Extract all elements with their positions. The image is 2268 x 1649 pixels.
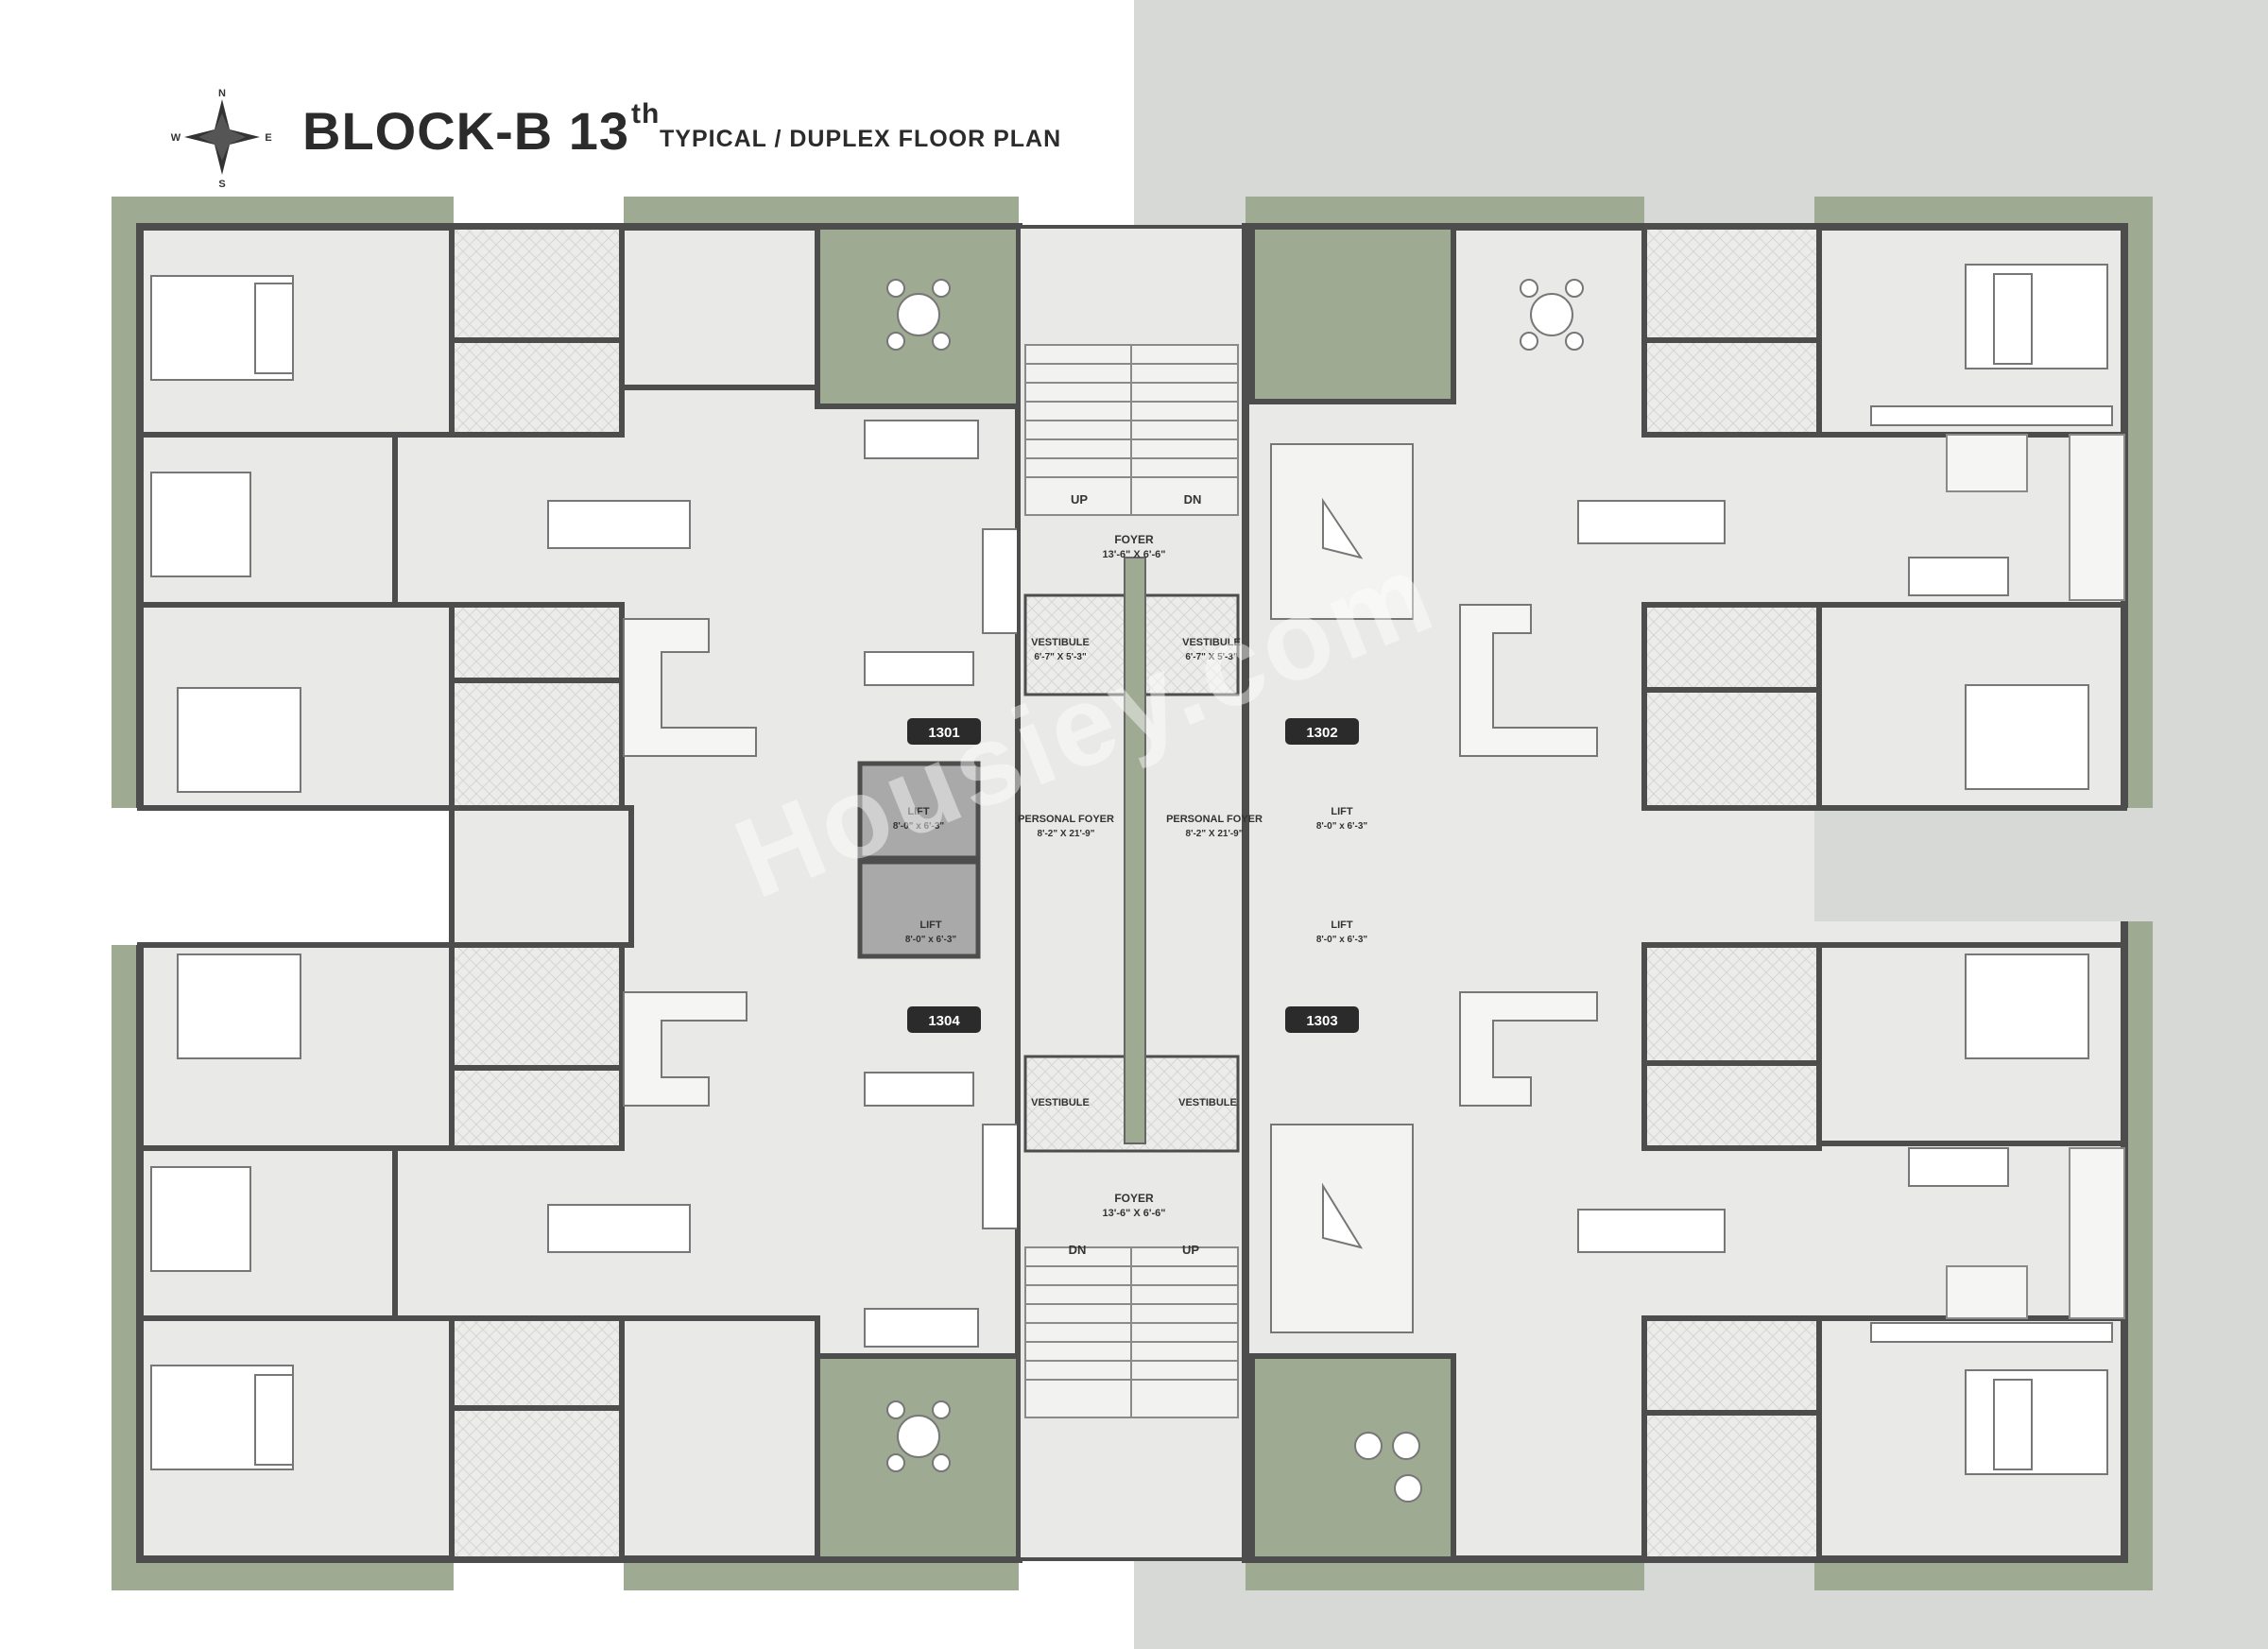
bath-8	[449, 1405, 625, 1562]
tag-1301-bg	[907, 718, 981, 745]
bath-6	[449, 1065, 625, 1151]
foyer-top-label: FOYER	[1114, 533, 1154, 546]
right-wing	[1242, 197, 2153, 1590]
personal-foyer-left-label: PERSONAL FOYER	[1018, 814, 1114, 825]
tag-1301: 1301	[928, 725, 959, 741]
staircase-top	[1024, 344, 1239, 516]
bath-13	[1641, 942, 1822, 1066]
bath-3	[449, 602, 625, 683]
bath-2	[449, 337, 625, 438]
tag-1303-bg	[1285, 1006, 1359, 1033]
compass-n: N	[218, 88, 226, 99]
dn-label-top: DN	[1184, 492, 1202, 507]
balcony-top-right	[1249, 224, 1456, 404]
lift-tl-dim: 8'-0" x 6'-3"	[893, 821, 945, 832]
tag-1302-bg	[1285, 718, 1359, 745]
personal-foyer-right-dim: 8'-2" X 21'-9"	[1186, 829, 1244, 839]
lift-bl-dim: 8'-0" x 6'-3"	[905, 935, 957, 945]
lift-bl-label: LIFT	[919, 919, 941, 931]
lift-1304	[857, 859, 981, 959]
tag-1303: 1303	[1306, 1013, 1337, 1029]
lift-tl-label: LIFT	[907, 806, 929, 817]
bath-11	[1641, 602, 1822, 693]
bath-12	[1641, 687, 1822, 811]
duplex-stairs	[1946, 434, 2125, 1319]
unit-tags: 1301 1302 1303 1304	[907, 718, 1359, 1033]
bath-1	[449, 224, 625, 343]
vestibule-bl-label: VESTIBULE	[1031, 1097, 1090, 1108]
title-superscript: th	[631, 98, 661, 129]
staircase-bottom	[1024, 1246, 1239, 1418]
compass-s: S	[218, 179, 225, 189]
lift-tr-dim: 8'-0" x 6'-3"	[1316, 821, 1368, 832]
dn-label-bottom: DN	[1069, 1243, 1087, 1257]
compass-w: W	[171, 132, 181, 144]
planter-strip	[1124, 557, 1146, 1144]
personal-foyer-left-dim: 8'-2" X 21'-9"	[1038, 829, 1095, 839]
personal-foyer-right-label: PERSONAL FOYER	[1166, 814, 1263, 825]
lift-1301	[857, 761, 981, 861]
bath-4	[449, 678, 625, 811]
bath-5	[449, 942, 625, 1071]
foyer-bottom-label: FOYER	[1114, 1192, 1154, 1205]
bath-10	[1641, 337, 1822, 438]
vestibule-tl-dim: 6'-7" X 5'-3"	[1034, 652, 1087, 662]
kitchen-top	[619, 224, 820, 390]
vestibule-br-label: VESTIBULE	[1178, 1097, 1237, 1108]
foyer-bottom-dim: 13'-6" X 6'-6"	[1102, 1208, 1165, 1219]
central-core	[1017, 225, 1247, 1561]
vestibule-tl-label: VESTIBULE	[1031, 637, 1090, 648]
lift-tr-label: LIFT	[1331, 806, 1352, 817]
tag-1304-bg	[907, 1006, 981, 1033]
bath-14	[1641, 1060, 1822, 1151]
kitchen-bottom	[619, 1315, 820, 1562]
bath-7	[449, 1315, 625, 1411]
plan-labels: UP DN FOYER 13'-6" X 6'-6" VESTIBULE 6'-…	[893, 492, 1368, 1257]
lift-br-label: LIFT	[1331, 919, 1352, 931]
lift-br-dim: 8'-0" x 6'-3"	[1316, 935, 1368, 945]
compass-e: E	[265, 132, 271, 144]
balcony-bottom-right	[1249, 1353, 1456, 1562]
bath-9	[1641, 224, 1822, 343]
tag-1302: 1302	[1306, 725, 1337, 741]
plan-title-block: N S E W BLOCK-B 13th TYPICAL / DUPLEX FL…	[170, 85, 1115, 189]
compass-icon: N S E W	[171, 88, 272, 189]
bath-16	[1641, 1410, 1822, 1562]
up-label-bottom: UP	[1182, 1243, 1199, 1257]
vestibule-tr-label: VESTIBULE	[1182, 637, 1241, 648]
up-label-top: UP	[1071, 492, 1088, 507]
page-subtitle: TYPICAL / DUPLEX FLOOR PLAN	[660, 126, 1062, 152]
foyer-top-dim: 13'-6" X 6'-6"	[1102, 549, 1165, 560]
tag-1304: 1304	[928, 1013, 960, 1029]
page-title: BLOCK-B 13th	[302, 98, 661, 161]
vestibule-tr-dim: 6'-7" X 5'-3"	[1185, 652, 1238, 662]
bath-15	[1641, 1315, 1822, 1416]
